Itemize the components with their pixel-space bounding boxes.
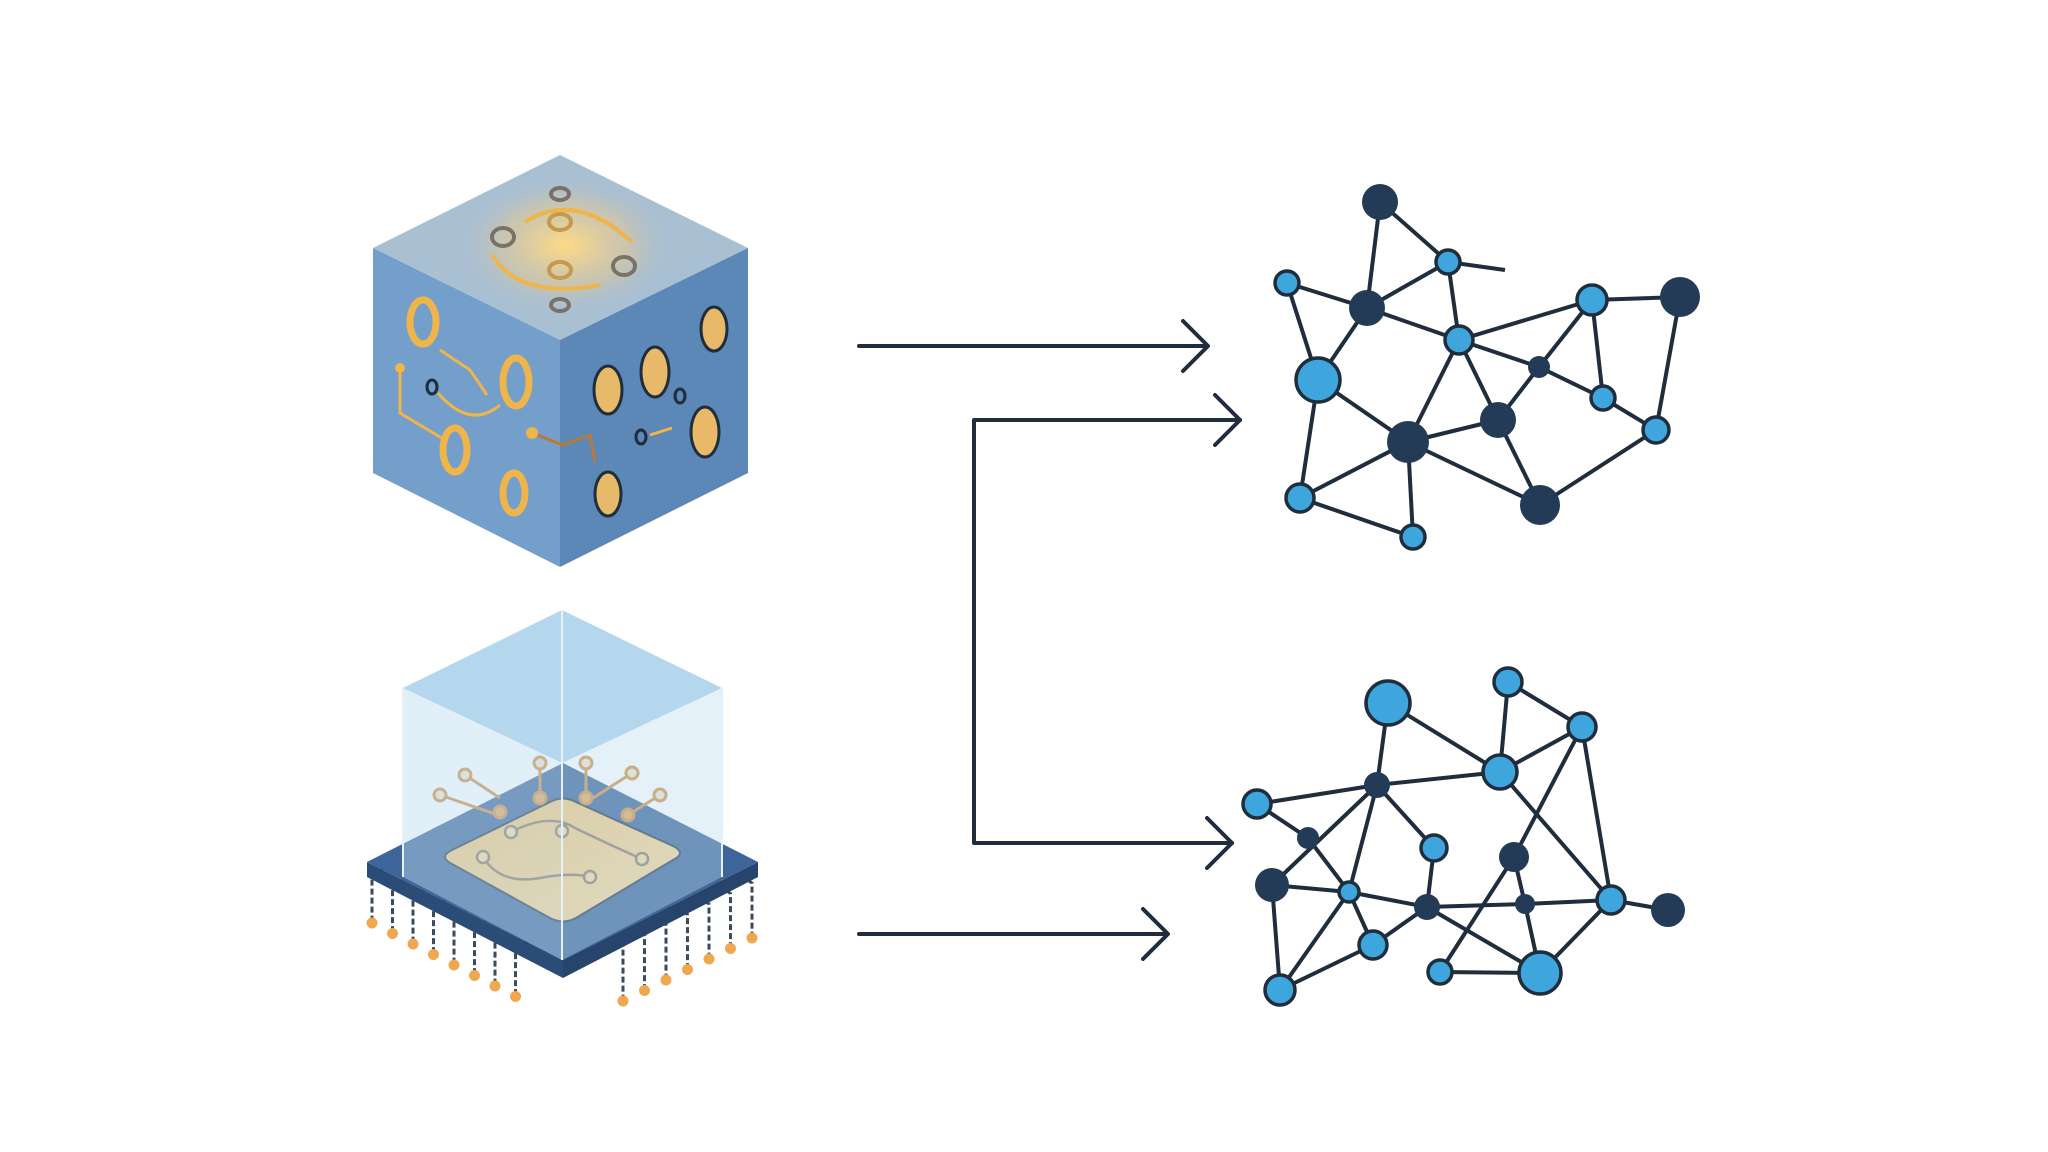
graph-node-light xyxy=(1284,482,1316,514)
graph-node-light xyxy=(1337,880,1361,904)
arrow-cube-to-top-network xyxy=(857,319,1210,373)
graph-node-dark xyxy=(1255,868,1289,902)
chip-pin-tip xyxy=(617,995,629,1007)
cube-right-circuits xyxy=(526,305,729,518)
graph-edge xyxy=(1376,770,1501,787)
chip-pin-tip xyxy=(682,964,693,975)
graph-edge xyxy=(1580,726,1613,901)
graph-node-light xyxy=(1492,666,1524,698)
graph-node-light xyxy=(1481,753,1519,791)
graph-node-light xyxy=(1357,929,1389,961)
graph-node-dark xyxy=(1499,842,1529,872)
graph-node-light xyxy=(1426,958,1454,986)
graph-node-light xyxy=(1263,973,1297,1007)
chip-pin-tip xyxy=(639,985,650,996)
arrow-chip-to-bottom-network xyxy=(857,907,1170,961)
chip-plate-side-left xyxy=(367,862,563,978)
arrows xyxy=(857,319,1242,961)
chip-pin-tip xyxy=(387,928,398,939)
graph-node-dark xyxy=(1349,290,1385,326)
graph-node-dark xyxy=(1387,421,1429,463)
graph-edge xyxy=(1279,943,1374,992)
chip-pin-tip xyxy=(489,980,501,992)
graph-node-light xyxy=(1595,884,1627,916)
graph-node-light xyxy=(1364,679,1412,727)
graph-node-light xyxy=(1575,283,1609,317)
graph-edge xyxy=(1348,890,1428,909)
chip-pin-tip xyxy=(366,917,378,929)
graph-node-light xyxy=(1566,711,1598,743)
graph-edge xyxy=(1256,783,1378,806)
graph-edge xyxy=(1538,428,1658,507)
graph-node-dark xyxy=(1651,893,1685,927)
graph-node-dark xyxy=(1520,485,1560,525)
graph-edge xyxy=(1407,440,1541,507)
graph-node-dark xyxy=(1362,184,1398,220)
graph-node-light xyxy=(1589,384,1617,412)
processor-chip-icon xyxy=(366,610,758,1007)
graph-node-dark xyxy=(1515,894,1535,914)
graph-edge xyxy=(1299,496,1414,539)
cube-top-qubits xyxy=(490,186,637,313)
graph-node-light xyxy=(1241,788,1273,820)
graph-edge xyxy=(1512,726,1584,858)
chip-pin-tip xyxy=(703,953,715,965)
graph-node-light xyxy=(1273,269,1301,297)
graph-edge xyxy=(1426,902,1526,909)
cube-left-face xyxy=(373,248,560,567)
chip-pin-tip xyxy=(746,932,758,944)
chip-pin-tip xyxy=(510,991,521,1002)
graph-edge xyxy=(1270,783,1379,887)
graph-node-light xyxy=(1517,950,1563,996)
quantum-cube-icon xyxy=(373,155,748,567)
graph-edge xyxy=(1438,855,1516,974)
graph-node-dark xyxy=(1414,894,1440,920)
chip-pad-traces xyxy=(475,819,650,885)
graph-node-light xyxy=(1294,356,1342,404)
chip-pin-tip xyxy=(428,949,439,960)
chip-pin-tip xyxy=(469,970,480,981)
cube-left-circuits xyxy=(395,296,533,517)
graph-edge xyxy=(1270,884,1282,991)
graph-edge xyxy=(1498,770,1613,902)
cube-glow xyxy=(455,175,675,315)
graph-node-dark xyxy=(1480,402,1516,438)
chip-pin-tip xyxy=(407,938,419,950)
arrow-bracket-to-top-network xyxy=(972,393,1242,870)
chip-glass-enclosure xyxy=(402,610,723,960)
network-graph-top xyxy=(1273,184,1700,551)
graph-node-dark xyxy=(1297,827,1319,849)
chip-pin-tip xyxy=(660,974,672,986)
graph-node-light xyxy=(1419,833,1449,863)
graph-node-light xyxy=(1443,324,1475,356)
chip-pin-tip xyxy=(725,943,736,954)
graph-edge xyxy=(1278,890,1351,992)
graph-node-light xyxy=(1434,248,1462,276)
graph-node-dark xyxy=(1528,356,1550,378)
graph-edge xyxy=(1347,784,1379,893)
graph-edge xyxy=(1458,298,1593,342)
graph-node-light xyxy=(1399,523,1427,551)
graph-node-dark xyxy=(1660,277,1700,317)
chip-pin-tip xyxy=(448,959,460,971)
graph-node-light xyxy=(1641,415,1671,445)
graph-edge xyxy=(1654,296,1682,431)
graph-node-dark xyxy=(1364,772,1390,798)
chip-contacts xyxy=(432,755,668,823)
network-graph-bottom xyxy=(1241,666,1685,1007)
chip-plate-side-right xyxy=(563,862,758,978)
